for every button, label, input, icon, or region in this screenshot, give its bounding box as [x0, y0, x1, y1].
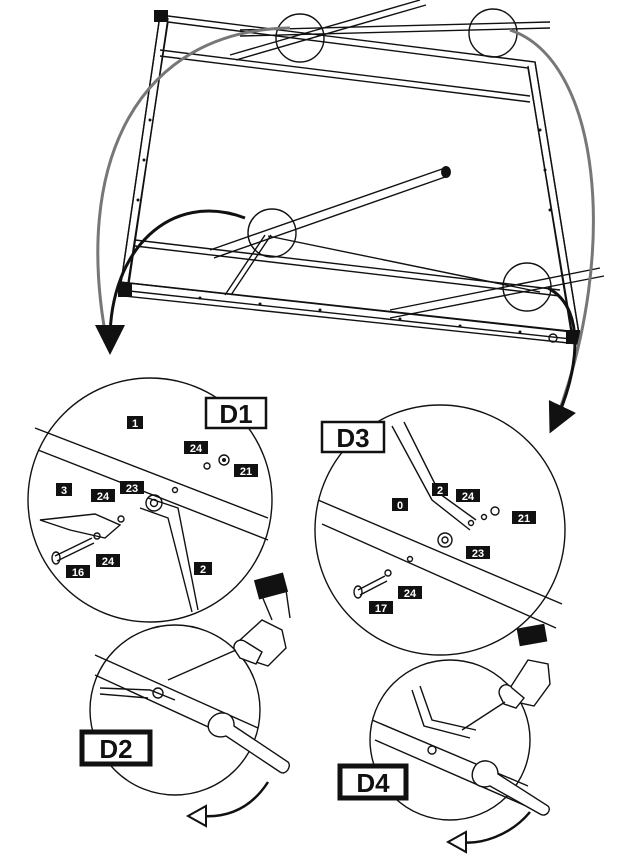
- d1-part-24-a: 24: [190, 443, 203, 455]
- joint-circle-2: [468, 8, 518, 58]
- d1-label: D1: [219, 399, 252, 429]
- right-post: [534, 61, 581, 341]
- d3-label-box: [320, 420, 386, 454]
- sweep-arrow-right-grey: [509, 28, 595, 421]
- joint-circle-3: [247, 208, 297, 258]
- frame-assembly: [118, 0, 605, 345]
- d4-label: D4: [356, 768, 390, 798]
- corner-cap-bl: [118, 283, 132, 297]
- d1-part-24-b: 24: [97, 491, 110, 503]
- d4-label-box: [337, 763, 409, 801]
- detail-d4: [369, 623, 551, 854]
- d3-rail: [317, 499, 563, 605]
- d2-label: D2: [99, 734, 132, 764]
- d1-part-23: 23: [126, 483, 138, 495]
- rotate-arrow-right: [547, 286, 577, 434]
- middle-brace: [224, 234, 266, 296]
- rail-holes: [136, 118, 552, 334]
- d1-bracket-2: [139, 497, 199, 613]
- sweep-arrow-left-grey: [96, 26, 291, 349]
- d2-bracket: [99, 687, 176, 701]
- d3-part-2: 2: [437, 485, 443, 497]
- d1-callouts: 1 24 21 23 3 24 24 16 2: [56, 416, 258, 579]
- d1-label-box: [204, 396, 268, 430]
- top-brace: [239, 21, 551, 31]
- rotate-arrow-left: [95, 209, 246, 355]
- bottom-rail: [119, 281, 579, 333]
- d1-part-3: 3: [61, 485, 67, 497]
- d2-wrench: [207, 712, 290, 774]
- d1-bolt-16: [54, 537, 95, 562]
- d4-wrench: [471, 760, 550, 816]
- corner-cap-br: [566, 330, 580, 344]
- d3-circle: [314, 404, 566, 656]
- d4-bracket: [411, 685, 477, 739]
- detail-d3: [314, 404, 566, 656]
- d4-rail: [371, 719, 529, 787]
- right-leg: [389, 267, 601, 311]
- d3-bolt-17: [357, 575, 388, 596]
- d3-callouts: 2 24 21 0 23 24 17: [369, 483, 536, 615]
- d1-part-24-c: 24: [102, 556, 115, 568]
- d1-bracket-3: [39, 513, 122, 539]
- left-post: [119, 14, 161, 291]
- d3-part-21: 21: [518, 513, 530, 525]
- detail-d1: [27, 377, 273, 623]
- joint-circle-1: [275, 13, 325, 63]
- d2-label-box: [79, 729, 153, 767]
- d4-pointer: [461, 701, 506, 731]
- d1-part-21: 21: [240, 466, 252, 478]
- d3-part-0: 0: [397, 500, 403, 512]
- frame-outline: [119, 14, 581, 341]
- d2-turn-arrow: [199, 781, 270, 818]
- d3-part-17: 17: [375, 603, 387, 615]
- top-crossbar: [159, 49, 531, 97]
- d1-part-16: 16: [72, 567, 84, 579]
- corner-cap-tl: [154, 10, 168, 22]
- d1-part-2: 2: [200, 564, 206, 576]
- middle-leg: [209, 167, 446, 251]
- d1-circle: [27, 377, 273, 623]
- d1-part-1: 1: [132, 418, 138, 430]
- d3-label: D3: [336, 423, 369, 453]
- d3-part-23: 23: [472, 548, 484, 560]
- joint-circle-4: [502, 262, 552, 312]
- d1-rail: [34, 427, 269, 519]
- d3-part-24-a: 24: [462, 491, 475, 503]
- d3-part-24-b: 24: [404, 588, 417, 600]
- d2-pointer: [167, 649, 237, 681]
